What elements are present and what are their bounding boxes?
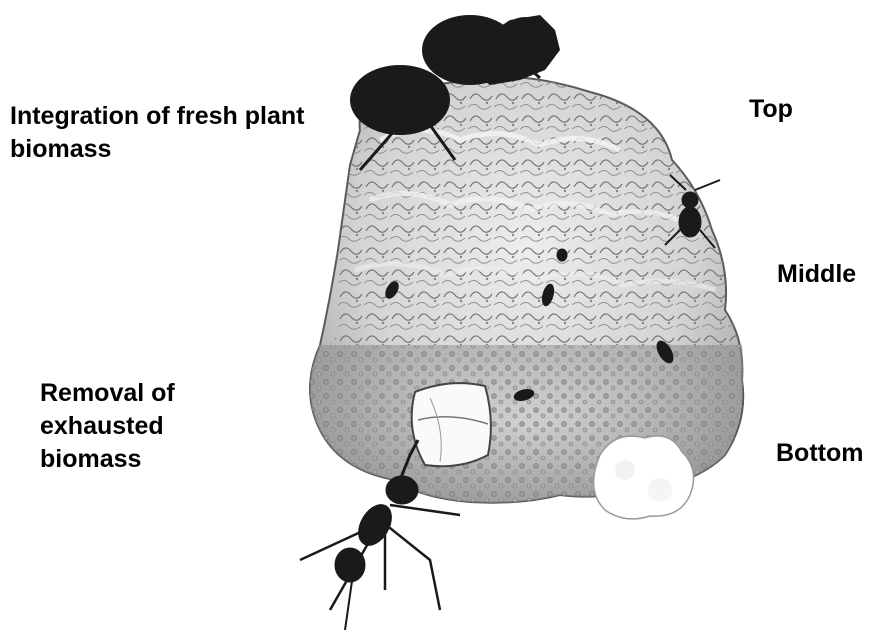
bottom-layer-label: Bottom xyxy=(776,437,863,470)
top-layer-label: Top xyxy=(749,93,793,126)
integration-label: Integration of fresh plant biomass xyxy=(10,100,330,166)
removal-label: Removal of exhausted biomass xyxy=(40,377,240,476)
leaf-fragment-icon xyxy=(412,383,491,466)
fungus-garden xyxy=(310,77,743,503)
fungal-mass-icon xyxy=(594,436,694,519)
middle-layer-label: Middle xyxy=(777,258,856,291)
